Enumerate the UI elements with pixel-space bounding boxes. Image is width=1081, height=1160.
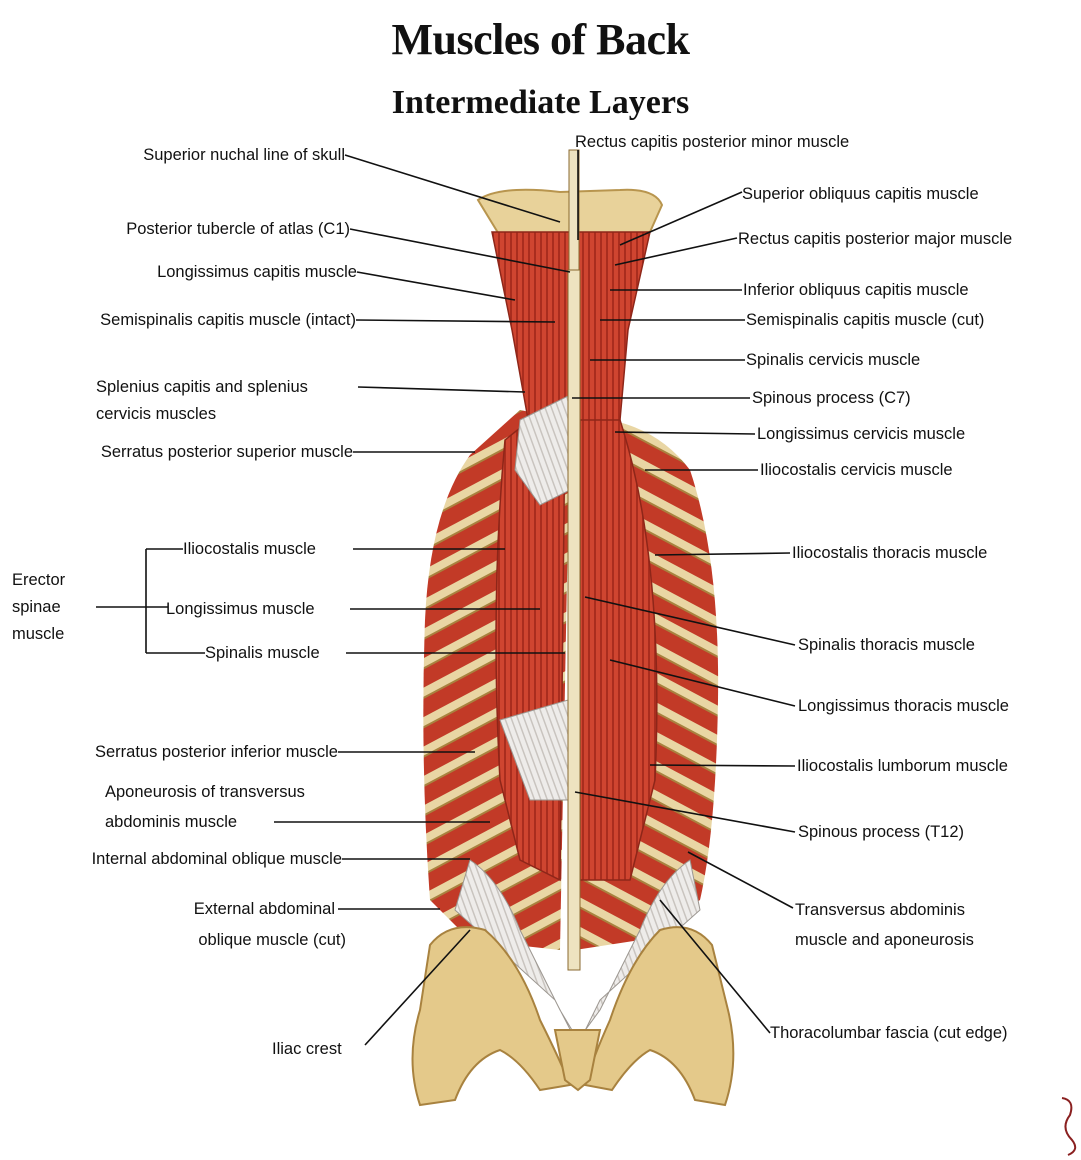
label-iliocostalis-thoracis: Iliocostalis thoracis muscle — [792, 543, 987, 563]
label-rectus-capitis-minor: Rectus capitis posterior minor muscle — [575, 132, 849, 152]
label-longissimus-cervicis: Longissimus cervicis muscle — [757, 424, 965, 444]
label-splenius-line1: Splenius capitis and splenius — [96, 377, 308, 397]
diagram-title: Muscles of Back — [0, 14, 1081, 65]
label-splenius-line2: cervicis muscles — [96, 404, 216, 424]
label-transversus-line2: muscle and aponeurosis — [795, 930, 974, 950]
label-longissimus-capitis: Longissimus capitis muscle — [157, 262, 357, 282]
label-thoracolumbar-fascia: Thoracolumbar fascia (cut edge) — [770, 1023, 1008, 1043]
label-superior-obliquus-capitis: Superior obliquus capitis muscle — [742, 184, 979, 204]
label-erector-line3: muscle — [12, 624, 64, 644]
label-posterior-tubercle-atlas: Posterior tubercle of atlas (C1) — [126, 219, 350, 239]
label-iliocostalis-lumborum: Iliocostalis lumborum muscle — [797, 756, 1008, 776]
label-external-oblique-line2: oblique muscle (cut) — [198, 930, 346, 950]
label-internal-oblique: Internal abdominal oblique muscle — [92, 849, 342, 869]
label-serratus-posterior-superior: Serratus posterior superior muscle — [101, 442, 353, 462]
pelvis-right — [585, 927, 733, 1105]
diagram-subtitle: Intermediate Layers — [0, 84, 1081, 122]
label-longissimus: Longissimus muscle — [166, 599, 315, 619]
pelvis-left — [413, 927, 571, 1105]
label-superior-nuchal-line: Superior nuchal line of skull — [143, 145, 345, 165]
label-transversus-line1: Transversus abdominis — [795, 900, 965, 920]
label-inferior-obliquus-capitis: Inferior obliquus capitis muscle — [743, 280, 969, 300]
label-aponeurosis-line2: abdominis muscle — [105, 812, 237, 832]
label-rectus-capitis-major: Rectus capitis posterior major muscle — [738, 229, 1012, 249]
label-spinous-process-t12: Spinous process (T12) — [798, 822, 964, 842]
label-spinalis: Spinalis muscle — [205, 643, 320, 663]
label-longissimus-thoracis: Longissimus thoracis muscle — [798, 696, 1009, 716]
label-spinalis-thoracis: Spinalis thoracis muscle — [798, 635, 975, 655]
signature-mark — [1062, 1098, 1075, 1155]
spine — [568, 150, 580, 970]
label-iliocostalis-cervicis: Iliocostalis cervicis muscle — [760, 460, 953, 480]
label-iliocostalis: Iliocostalis muscle — [183, 539, 316, 559]
label-spinalis-cervicis: Spinalis cervicis muscle — [746, 350, 920, 370]
label-iliac-crest: Iliac crest — [272, 1039, 342, 1059]
label-serratus-posterior-inferior: Serratus posterior inferior muscle — [95, 742, 338, 762]
label-semispinalis-capitis-intact: Semispinalis capitis muscle (intact) — [100, 310, 356, 330]
label-erector-line2: spinae — [12, 597, 61, 617]
label-aponeurosis-line1: Aponeurosis of transversus — [105, 782, 305, 802]
label-erector-line1: Erector — [12, 570, 65, 590]
label-external-oblique-line1: External abdominal — [194, 899, 335, 919]
label-spinous-process-c7: Spinous process (C7) — [752, 388, 911, 408]
label-semispinalis-capitis-cut: Semispinalis capitis muscle (cut) — [746, 310, 984, 330]
